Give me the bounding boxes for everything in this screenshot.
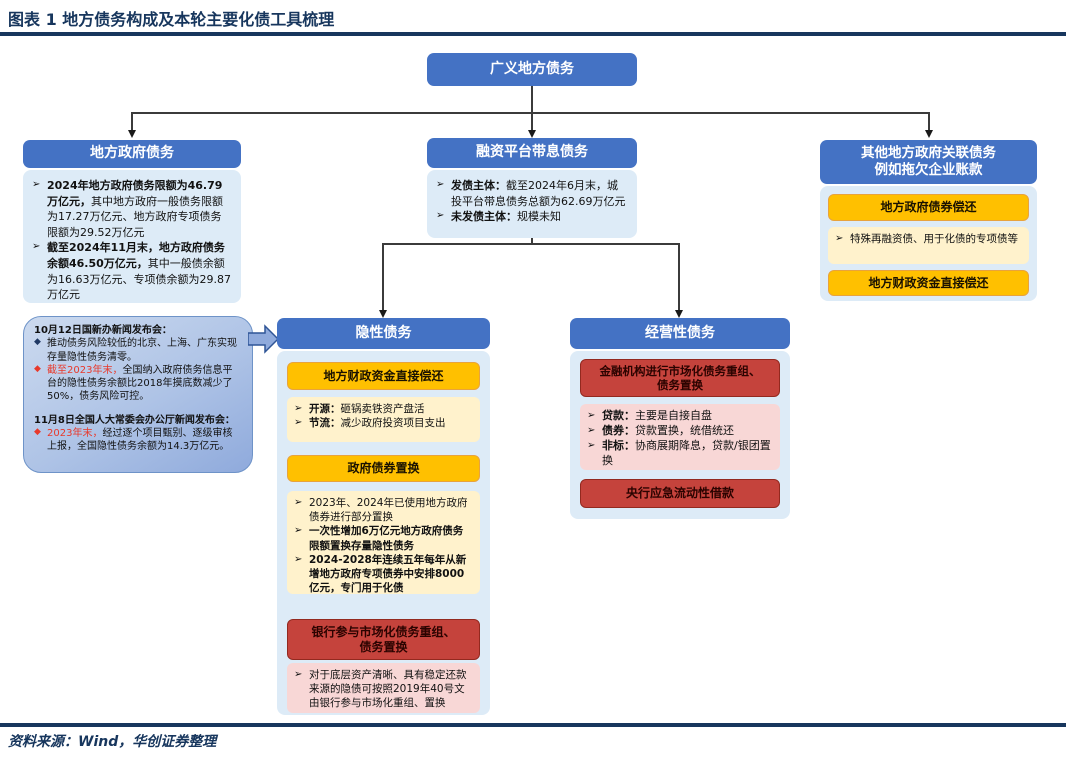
other-related-debt-panel: 地方政府债券偿还 特殊再融资债、用于化债的专项债等 地方财政资金直接偿还 xyxy=(820,186,1037,301)
bullet-bold-text: 贷款： xyxy=(602,409,635,422)
arrow-down-icon xyxy=(924,130,933,138)
bullet-item: 未发债主体：规模未知 xyxy=(436,209,628,225)
bullet-text: 对于底层资产清晰、具有稳定还款来源的隐债可按照2019年40号文由银行参与市场化… xyxy=(309,669,467,710)
operating-debt-panel: 金融机构进行市场化债务重组、 债务置换 贷款：主要是自接自盘 债券：贷款置换，统… xyxy=(570,351,790,519)
bullet-item: 特殊再融资债、用于化债的专项债等 xyxy=(835,232,1022,246)
connector-line xyxy=(131,112,133,131)
item-highlight-text: 2023年末， xyxy=(47,428,103,440)
figure-title: 图表 1 地方债务构成及本轮主要化债工具梳理 xyxy=(8,10,335,29)
tool-local-bond-repayment: 地方政府债券偿还 xyxy=(828,194,1029,221)
item-text: 经过逐个项目甄别、逐级审核上报，全国隐性债务余额为14.3万亿元。 xyxy=(47,428,233,453)
bullet-text: 其中一般债余额为16.63万亿元、专项债余额为29.87万亿元 xyxy=(47,257,231,302)
item-highlight-text: 截至2023年末， xyxy=(47,364,123,376)
arrow-down-icon xyxy=(527,130,536,138)
tool-fiscal-funds-repayment: 地方财政资金直接偿还 xyxy=(287,362,480,390)
bullet-text: 减少政府投资项目支出 xyxy=(340,417,446,430)
block-arrow-icon xyxy=(248,324,280,354)
connector-line xyxy=(531,86,533,112)
bullet-item: 对于底层资产清晰、具有稳定还款来源的隐债可按照2019年40号文由银行参与市场化… xyxy=(294,668,473,711)
bullet-bold-text: 2024年地方政府债务限额为46.79万亿元， xyxy=(47,179,223,208)
local-government-debt-details: 2024年地方政府债务限额为46.79万亿元，其中地方政府一般债务限额为17.2… xyxy=(23,170,241,303)
connector-line xyxy=(531,238,533,244)
financial-institution-details: 贷款：主要是自接自盘 债券：贷款置换，统借统还 非标：协商展期降息，贷款/银团置… xyxy=(580,404,780,470)
node-financing-platform-debt: 融资平台带息债务 xyxy=(427,138,637,168)
tool-financial-institution-restructuring: 金融机构进行市场化债务重组、 债务置换 xyxy=(580,359,780,397)
bullet-text: 2023年、2024年已使用地方政府债券进行部分置换 xyxy=(309,497,468,524)
bullet-text: 协商展期降息，贷款/银团置换 xyxy=(602,438,771,467)
bullet-bold-text: 未发债主体： xyxy=(451,210,517,224)
press-conference-item: 截至2023年末，全国纳入政府债务信息平台的隐性债务余额比2018年摸底数减少了… xyxy=(34,364,242,404)
bullet-item: 发债主体：截至2024年6月末，城投平台带息债务总额为62.69万亿元 xyxy=(436,178,628,209)
connector-line xyxy=(928,112,930,131)
item-text: 全国纳入政府债务信息平台的隐性债务余额比2018年摸底数减少了50%，债务风险可… xyxy=(47,364,233,403)
bullet-text: 特殊再融资债、用于化债的专项债等 xyxy=(850,233,1018,245)
tool-pboc-emergency-liquidity: 央行应急流动性借款 xyxy=(580,479,780,508)
bank-restructuring-details: 对于底层资产清晰、具有稳定还款来源的隐债可按照2019年40号文由银行参与市场化… xyxy=(287,663,480,713)
bullet-text: 主要是自接自盘 xyxy=(635,409,712,422)
press-conference-callout: 10月12日国新办新闻发布会： 推动债务风险较低的北京、上海、广东实现存量隐性债… xyxy=(23,316,253,473)
press-conference-heading: 11月8日全国人大常委会办公厅新闻发布会： xyxy=(34,414,235,426)
bullet-text: 砸锅卖铁资产盘活 xyxy=(340,403,425,415)
tool-fiscal-funds-direct-repayment: 地方财政资金直接偿还 xyxy=(828,270,1029,296)
node-local-government-debt: 地方政府债务 xyxy=(23,140,241,168)
arrow-down-icon xyxy=(378,310,387,318)
connector-line xyxy=(382,243,679,245)
bullet-item: 2024年地方政府债务限额为46.79万亿元，其中地方政府一般债务限额为17.2… xyxy=(32,178,232,240)
press-conference-item: 推动债务风险较低的北京、上海、广东实现存量隐性债务清零。 xyxy=(34,337,242,364)
bullet-item: 截至2024年11月末，地方政府债务余额46.50万亿元，其中一般债余额为16.… xyxy=(32,240,232,302)
bullet-bold-text: 债券： xyxy=(602,423,635,437)
bullet-bold-text: 非标： xyxy=(602,438,635,452)
item-text: 推动债务风险较低的北京、上海、广东实现存量隐性债务清零。 xyxy=(47,338,237,363)
bullet-item: 一次性增加6万亿元地方政府债务限额置换存量隐性债务 xyxy=(294,524,473,552)
press-conference-heading: 10月12日国新办新闻发布会： xyxy=(34,325,172,336)
source-note: 资料来源：Wind，华创证券整理 xyxy=(8,734,217,750)
source-divider xyxy=(0,723,1066,727)
fiscal-funds-details: 开源：砸锅卖铁资产盘活 节流：减少政府投资项目支出 xyxy=(287,397,480,442)
bullet-item: 债券：贷款置换，统借统还 xyxy=(587,424,773,439)
bullet-bold-text: 截至2024年11月末，地方政府债务余额46.50万亿元， xyxy=(47,241,225,271)
arrow-down-icon xyxy=(674,310,683,318)
bullet-item: 节流：减少政府投资项目支出 xyxy=(294,416,473,430)
bullet-bold-text: 发债主体： xyxy=(451,179,506,192)
bullet-text: 贷款置换，统借统还 xyxy=(635,423,734,437)
bullet-bold-text: 一次性增加6万亿元地方政府债务限额置换存量隐性债务 xyxy=(309,525,464,552)
connector-line xyxy=(678,243,680,310)
bond-swap-details: 2023年、2024年已使用地方政府债券进行部分置换 一次性增加6万亿元地方政府… xyxy=(287,491,480,594)
bullet-text: 其中地方政府一般债务限额为17.27万亿元、地方政府专项债务限额为29.52万亿… xyxy=(47,194,223,239)
bullet-bold-text: 开源： xyxy=(309,403,341,415)
node-operating-debt: 经营性债务 xyxy=(570,318,790,349)
bullet-item: 开源：砸锅卖铁资产盘活 xyxy=(294,402,473,416)
connector-line xyxy=(382,243,384,310)
bullet-item: 2024-2028年连续五年每年从新增地方政府专项债券中安排8000亿元，专门用… xyxy=(294,553,473,596)
arrow-down-icon xyxy=(127,130,136,138)
bullet-bold-text: 节流： xyxy=(309,417,341,430)
node-hidden-debt: 隐性债务 xyxy=(277,318,490,349)
bullet-text: 规模未知 xyxy=(517,210,561,224)
node-other-related-debt: 其他地方政府关联债务 例如拖欠企业账款 xyxy=(820,140,1037,184)
bullet-bold-text: 2024-2028年连续五年每年从新增地方政府专项债券中安排8000亿元，专门用… xyxy=(309,553,467,595)
tool-government-bond-swap: 政府债券置换 xyxy=(287,455,480,482)
node-broad-local-debt: 广义地方债务 xyxy=(427,53,637,86)
hidden-debt-panel: 地方财政资金直接偿还 开源：砸锅卖铁资产盘活 节流：减少政府投资项目支出 政府债… xyxy=(277,351,490,715)
press-conference-item: 2023年末，经过逐个项目甄别、逐级审核上报，全国隐性债务余额为14.3万亿元。 xyxy=(34,427,242,454)
title-divider xyxy=(0,32,1066,36)
connector-line xyxy=(531,112,533,131)
bullet-item: 贷款：主要是自接自盘 xyxy=(587,409,773,424)
tool-bank-market-restructuring: 银行参与市场化债务重组、 债务置换 xyxy=(287,619,480,660)
local-bond-repayment-details: 特殊再融资债、用于化债的专项债等 xyxy=(828,227,1029,264)
bullet-item: 非标：协商展期降息，贷款/银团置换 xyxy=(587,439,773,469)
bullet-text: 截至2024年6月末，城投平台带息债务总额为62.69万亿元 xyxy=(451,179,626,208)
connector-line xyxy=(131,112,929,114)
bullet-item: 2023年、2024年已使用地方政府债券进行部分置换 xyxy=(294,496,473,524)
financing-platform-details: 发债主体：截至2024年6月末，城投平台带息债务总额为62.69万亿元 未发债主… xyxy=(427,170,637,238)
